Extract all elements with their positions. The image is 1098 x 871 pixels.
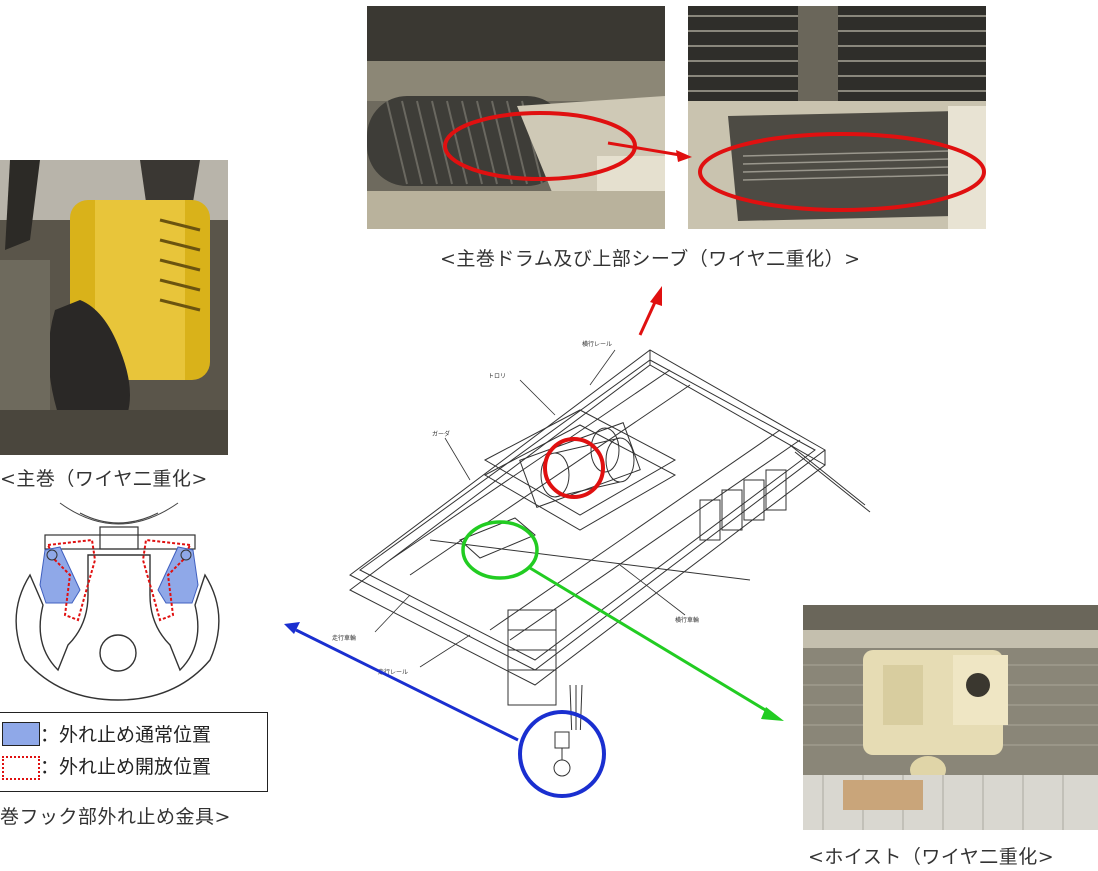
legend-label-normal: ：外れ止め通常位置	[40, 724, 212, 746]
caption-main-hoist: <主巻（ワイヤ二重化>	[0, 468, 208, 490]
latch-normal-left	[39, 546, 81, 604]
red-circle-drum	[543, 437, 605, 499]
legend-swatch-open	[2, 756, 40, 780]
label-travel-wheel: 走行車輪	[332, 634, 356, 642]
photo-drum-left	[367, 6, 665, 229]
red-ellipse-drum	[443, 111, 637, 181]
label-traverse-rail: 横行レール	[582, 340, 612, 348]
latch-open-right	[141, 538, 192, 622]
red-arrow-drum-to-sheave	[607, 141, 681, 157]
latch-open-left	[46, 538, 97, 622]
hook-latch-drawing	[15, 502, 220, 701]
blue-arrow-hook	[295, 628, 519, 742]
label-girder: ガーダ	[432, 430, 450, 438]
photo-main-hoist	[0, 160, 228, 455]
photo-hoist	[803, 605, 1098, 830]
latch-legend	[0, 712, 268, 792]
crane-drawing: 横行レール トロリ ガーダ 横行車輪 走行車輪 走行レール	[332, 340, 871, 730]
red-ellipse-sheave	[698, 132, 986, 212]
blue-circle-hook	[518, 710, 606, 798]
green-ellipse-hoist	[461, 520, 539, 580]
label-travel-rail: 走行レール	[378, 668, 408, 676]
green-arrow-hoist	[529, 566, 773, 716]
latch-normal-right	[157, 546, 199, 604]
label-traverse-wheel: 横行車輪	[675, 616, 699, 624]
caption-drum-sheave: <主巻ドラム及び上部シーブ（ワイヤ二重化）>	[440, 248, 861, 270]
caption-hook-latch: 巻フック部外れ止め金具>	[0, 806, 231, 828]
legend-label-open: ：外れ止め開放位置	[40, 756, 212, 778]
caption-hoist: <ホイスト（ワイヤ二重化>	[808, 846, 1055, 868]
red-marker-overlay	[443, 111, 986, 212]
label-trolley: トロリ	[488, 373, 506, 380]
red-arrow-up	[638, 299, 658, 336]
legend-swatch-normal	[2, 722, 40, 746]
marker-overlay	[284, 286, 784, 798]
